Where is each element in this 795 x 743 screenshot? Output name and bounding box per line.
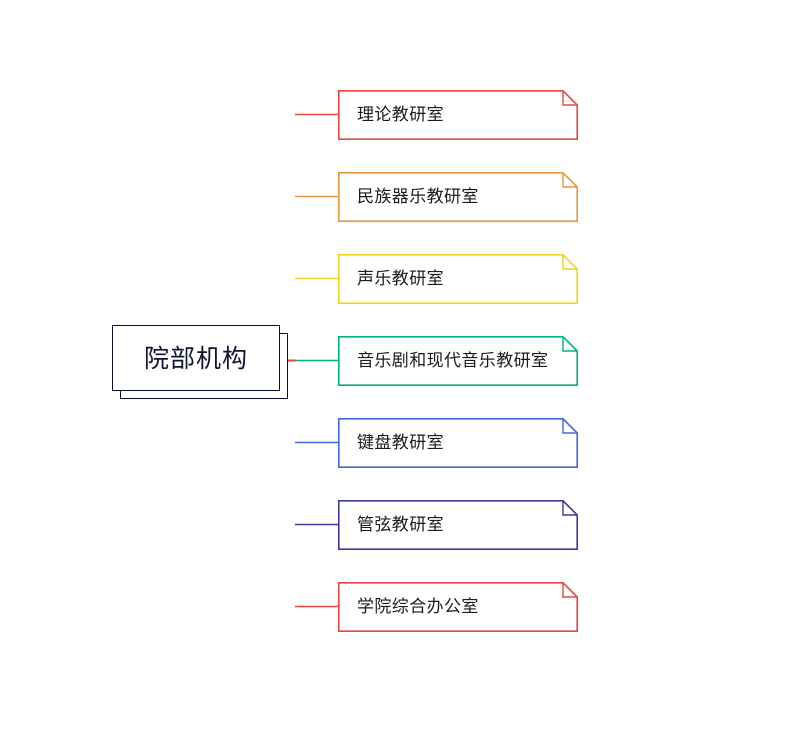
node-orchestral[interactable]: 管弦教研室 xyxy=(338,500,578,550)
node-label: 声乐教研室 xyxy=(357,268,444,289)
node-shape-folded-corner xyxy=(338,172,578,222)
root-node[interactable]: 院部机构 xyxy=(112,325,288,399)
node-general-office[interactable]: 学院综合办公室 xyxy=(338,582,578,632)
node-label: 学院综合办公室 xyxy=(357,596,479,617)
node-musical-theatre-modern[interactable]: 音乐剧和现代音乐教研室 xyxy=(338,336,578,386)
node-label: 管弦教研室 xyxy=(357,514,444,535)
node-vocal-music[interactable]: 声乐教研室 xyxy=(338,254,578,304)
node-label: 音乐剧和现代音乐教研室 xyxy=(357,350,549,371)
root-node-label: 院部机构 xyxy=(143,343,248,373)
root-node-box[interactable]: 院部机构 xyxy=(112,325,280,391)
node-keyboard[interactable]: 键盘教研室 xyxy=(338,418,578,468)
node-shape-folded-corner xyxy=(338,418,578,468)
node-shape-folded-corner xyxy=(338,500,578,550)
node-shape-folded-corner xyxy=(338,582,578,632)
node-shape-folded-corner xyxy=(338,90,578,140)
node-label: 键盘教研室 xyxy=(357,432,444,453)
node-shape-folded-corner xyxy=(338,336,578,386)
node-label: 民族器乐教研室 xyxy=(357,186,479,207)
node-shape-folded-corner xyxy=(338,254,578,304)
node-theory[interactable]: 理论教研室 xyxy=(338,90,578,140)
node-label: 理论教研室 xyxy=(357,104,444,125)
node-folk-instruments[interactable]: 民族器乐教研室 xyxy=(338,172,578,222)
